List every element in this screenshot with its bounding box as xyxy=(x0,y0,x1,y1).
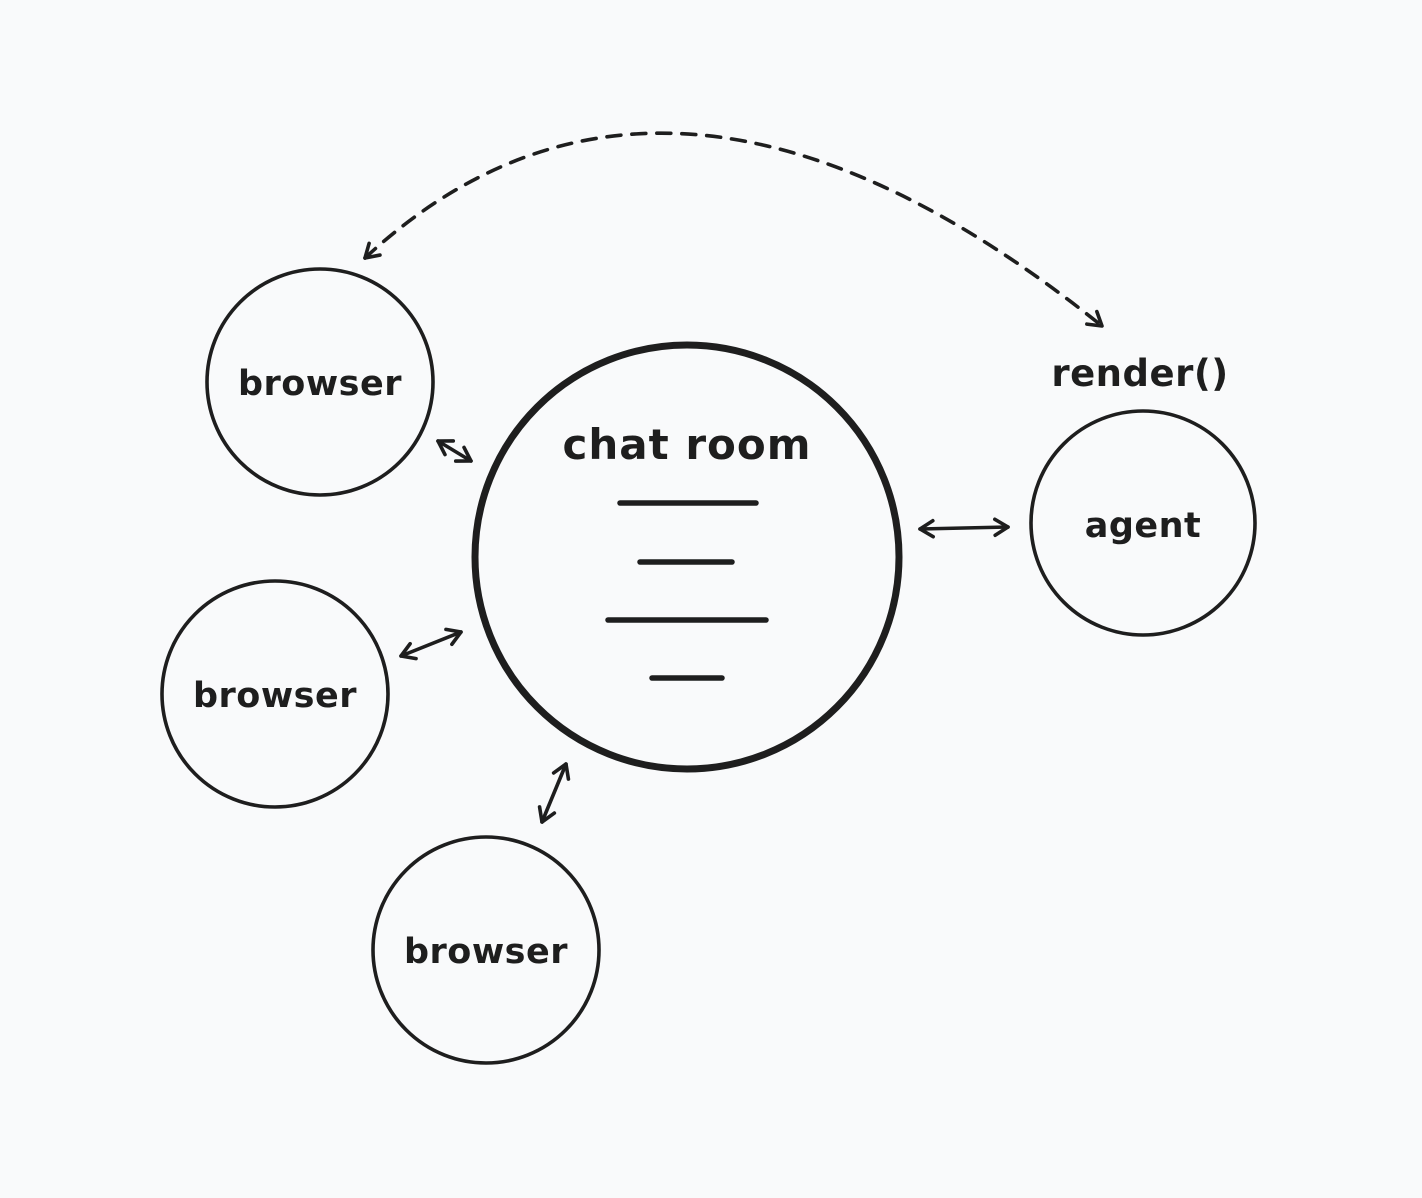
browser-bottom-circle xyxy=(371,835,601,1065)
chat-room-circle xyxy=(471,341,903,773)
browser-bottom-label: browser xyxy=(404,932,568,972)
browser-node-top: browser xyxy=(205,267,435,497)
edge-browser-bottom-chatroom-arrow xyxy=(537,762,571,824)
browser-top-circle xyxy=(205,267,435,497)
browser-node-bottom: browser xyxy=(371,835,601,1065)
chat-message-lines xyxy=(605,500,769,681)
browser-middle-label: browser xyxy=(193,676,357,716)
browser-node-middle: browser xyxy=(160,579,390,809)
edge-browser-top-chatroom-arrow xyxy=(436,439,473,463)
chat-room-label: chat room xyxy=(562,420,811,469)
edge-agent-render-to-browser-dashed-arrow xyxy=(363,131,1104,328)
chat-room-node: chat room xyxy=(471,341,903,773)
browser-middle-circle xyxy=(160,579,390,809)
render-call-label: render() xyxy=(1051,352,1228,395)
agent-node: render() agent xyxy=(1029,352,1257,637)
edge-chatroom-agent-arrow xyxy=(918,517,1010,539)
agent-label: agent xyxy=(1085,506,1202,546)
browser-top-label: browser xyxy=(238,364,402,404)
edge-browser-middle-chatroom-arrow xyxy=(399,627,463,661)
agent-circle xyxy=(1029,409,1257,637)
